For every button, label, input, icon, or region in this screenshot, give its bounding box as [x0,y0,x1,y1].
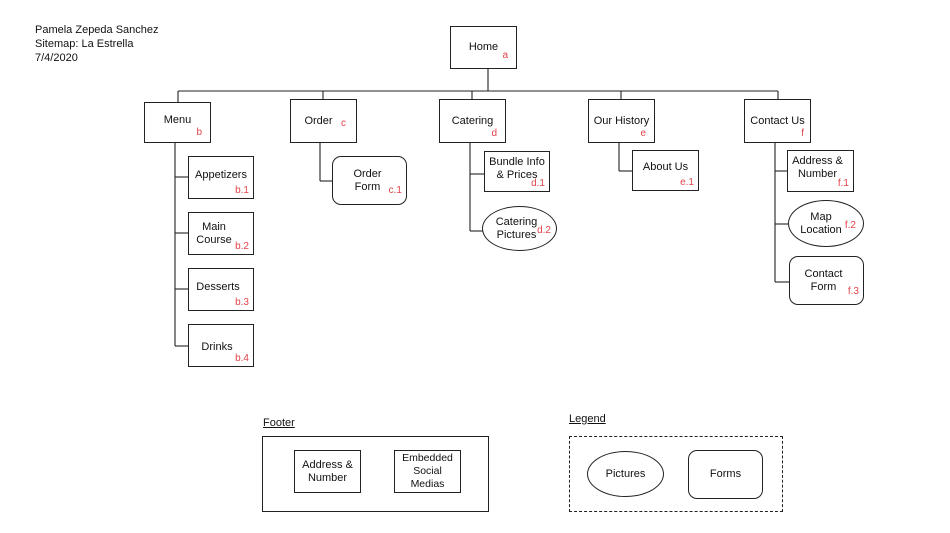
node-contact-form-code: f.3 [847,286,859,297]
node-order-form-label: Order Form [353,167,382,193]
node-our-history-code: e [640,128,646,139]
legend-frame [569,436,783,512]
footer-frame [262,436,489,512]
node-main-course: Main Course b.2 [188,212,254,255]
node-catering-label: Catering [451,114,494,127]
node-desserts-label: Desserts [196,281,240,293]
footer-address-number-label: Address & Number [302,458,353,484]
node-home-label: Home [468,41,499,53]
node-contact-us-code: f [801,128,804,139]
node-address-number: Address & Number f.1 [787,150,854,192]
node-desserts-code: b.3 [235,297,249,308]
node-main-course-label: Main Course [196,220,232,246]
node-appetizers-code: b.1 [235,185,249,196]
sitemap-title: Sitemap: La Estrella [35,38,134,50]
node-contact-form-label: Contact Form [804,267,843,293]
legend-pictures-label: Pictures [605,467,646,480]
node-about-us-code: e.1 [680,177,694,188]
node-our-history: Our History e [588,99,655,143]
node-map-location-label: Map Location [800,210,842,236]
node-address-number-label: Address & Number [792,155,843,180]
node-bundle-info-label: Bundle Info & Prices [489,155,545,181]
legend-pictures: Pictures [587,451,664,497]
node-home: Home a [450,26,517,69]
node-order-code: c [341,118,346,129]
node-bundle-info: Bundle Info & Prices d.1 [484,151,550,192]
footer-address-number: Address & Number [294,450,361,493]
node-contact-us-label: Contact Us [750,114,805,127]
node-catering-pictures-label: Catering Pictures [495,215,538,241]
legend-title: Legend [569,413,606,425]
node-main-course-code: b.2 [235,241,249,252]
node-desserts: Desserts b.3 [188,268,254,311]
node-map-location: Map Location f.2 [788,200,864,247]
node-menu: Menu b [144,102,211,143]
footer-social-medias: Embedded Social Medias [394,450,461,493]
node-appetizers: Appetizers b.1 [188,156,254,199]
node-drinks: Drinks b.4 [188,324,254,367]
node-catering: Catering d [439,99,506,143]
node-appetizers-label: Appetizers [195,169,247,181]
node-contact-us: Contact Us f [744,99,811,143]
legend-forms-label: Forms [709,468,742,480]
node-catering-pictures: Catering Pictures d.2 [482,206,557,251]
node-order: Order c [290,99,357,143]
node-bundle-info-code: d.1 [531,178,545,189]
node-map-location-code: f.2 [844,219,856,231]
node-order-label: Order [304,114,333,127]
node-catering-pictures-code: d.2 [537,224,551,236]
node-about-us-label: About Us [642,161,689,173]
sitemap-date: 7/4/2020 [35,52,78,64]
node-drinks-label: Drinks [201,341,233,353]
node-contact-form: Contact Form f.3 [789,256,864,305]
node-our-history-label: Our History [593,114,650,127]
legend-forms: Forms [688,450,763,499]
author-name: Pamela Zepeda Sanchez [35,24,159,36]
node-order-form-code: c.1 [388,185,402,196]
node-menu-code: b [196,127,202,138]
node-about-us: About Us e.1 [632,150,699,191]
node-menu-label: Menu [163,114,192,126]
footer-title: Footer [263,417,295,429]
node-drinks-code: b.4 [235,353,249,364]
footer-social-medias-label: Embedded Social Medias [402,452,453,490]
node-home-code: a [502,49,508,61]
node-order-form: Order Form c.1 [332,156,407,205]
node-address-number-code: f.1 [837,178,849,189]
node-catering-code: d [491,128,497,139]
